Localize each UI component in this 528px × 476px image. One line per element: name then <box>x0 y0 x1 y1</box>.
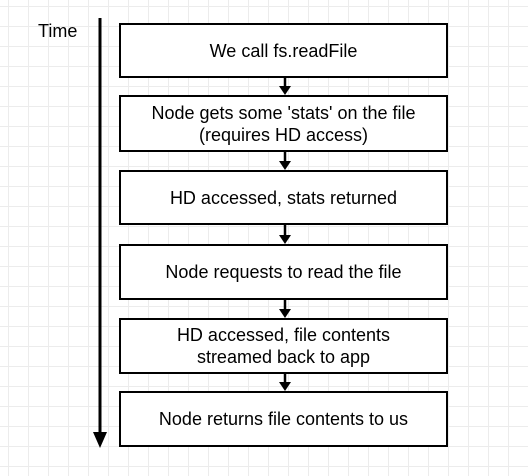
step-box: Node requests to read the file <box>119 244 448 300</box>
time-label: Time <box>38 21 78 41</box>
connector-arrow <box>279 78 291 95</box>
connector-arrow <box>279 374 291 391</box>
step-text: Node requests to read the file <box>165 262 402 282</box>
step-box: HD accessed, stats returned <box>119 170 448 225</box>
step-box: Node gets some 'stats' on the file (requ… <box>119 95 448 152</box>
connector-arrow <box>279 300 291 318</box>
step-box: We call fs.readFile <box>119 23 448 78</box>
step-box: Node returns file contents to us <box>119 391 448 447</box>
step-text: streamed back to app <box>196 347 371 367</box>
step-box: HD accessed, file contents streamed back… <box>119 318 448 374</box>
connector-arrow <box>279 152 291 170</box>
step-text: HD accessed, stats returned <box>169 187 398 208</box>
step-text: Node returns file contents to us <box>158 409 409 429</box>
time-arrow <box>93 18 107 448</box>
connector-arrow <box>279 225 291 244</box>
step-text: HD accessed, file contents <box>176 325 391 345</box>
step-text: (requires HD access) <box>198 124 369 145</box>
step-text: We call fs.readFile <box>209 40 358 61</box>
step-text: Node gets some 'stats' on the file <box>151 102 416 123</box>
